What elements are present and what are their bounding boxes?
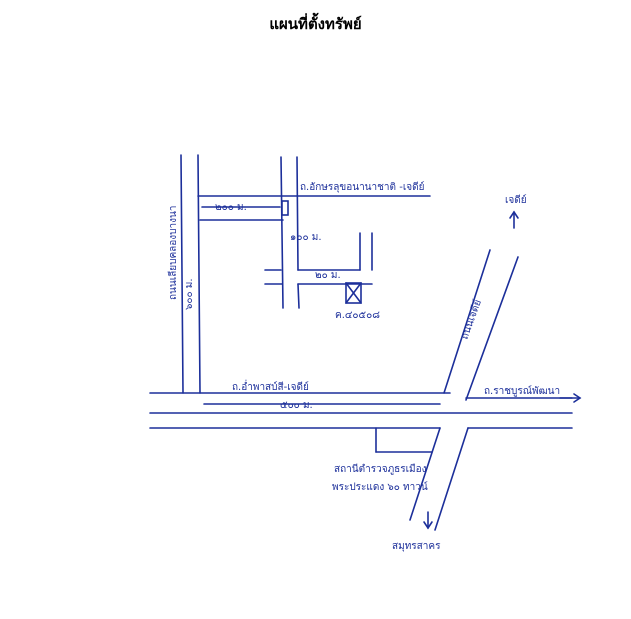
parcel-label: ค.๔๐๕๐๘: [335, 310, 380, 321]
police-label-1: สถานีตำรวจภูธรเมือง: [334, 463, 427, 475]
dist-small-label: ๒๐ ม.: [315, 270, 341, 281]
left-dist-label: ๖๐๐ ม.: [184, 278, 195, 310]
diag-road-lower-left: [409, 427, 441, 521]
main-dist-label: ๕๐๐ ม.: [280, 400, 313, 411]
police-label-2: พระประแดง ๖๐ ทาวน์: [332, 481, 428, 493]
dist-top-label: ๒๐๐ ม.: [215, 202, 247, 213]
diag-road-right: [465, 256, 519, 401]
right-branch-label: ถ.ราชบูรณ์พัฒนา: [484, 385, 560, 397]
left-road-line-inner: [197, 154, 201, 394]
center-soi-left: [280, 156, 284, 309]
left-road-line-outer: [180, 154, 184, 394]
property-parcel-x2: [345, 282, 362, 304]
arrow-up-head: [509, 210, 519, 219]
right-road-label: ถนนเจดีย์: [459, 298, 484, 341]
center-soi-right-lower: [297, 283, 300, 309]
arrow-right-head: [573, 393, 582, 403]
arrow-down-head: [423, 521, 433, 530]
soi-top-label: ถ.อักษรลุขอนานาชาติ -เจดีย์: [300, 181, 424, 193]
diag-road-lower-right: [434, 427, 469, 531]
center-soi-right: [296, 156, 299, 271]
dist-mid-label: ๑๐๐ ม.: [290, 232, 322, 243]
main-road-label: ถ.อ่ำพาสบ์สี-เจดีย์: [232, 379, 309, 393]
soi-marker-box: [281, 200, 289, 216]
map-title: แผนที่ตั้งทรัพย์: [269, 15, 362, 33]
arrow-down-label: สมุทรสาคร: [392, 541, 441, 552]
arrow-up-label: เจดีย์: [505, 194, 527, 206]
diag-road-left: [443, 249, 491, 394]
left-road-label: ถนนเลียบคลองบางนา: [167, 206, 179, 300]
property-parcel-box: [345, 282, 362, 304]
